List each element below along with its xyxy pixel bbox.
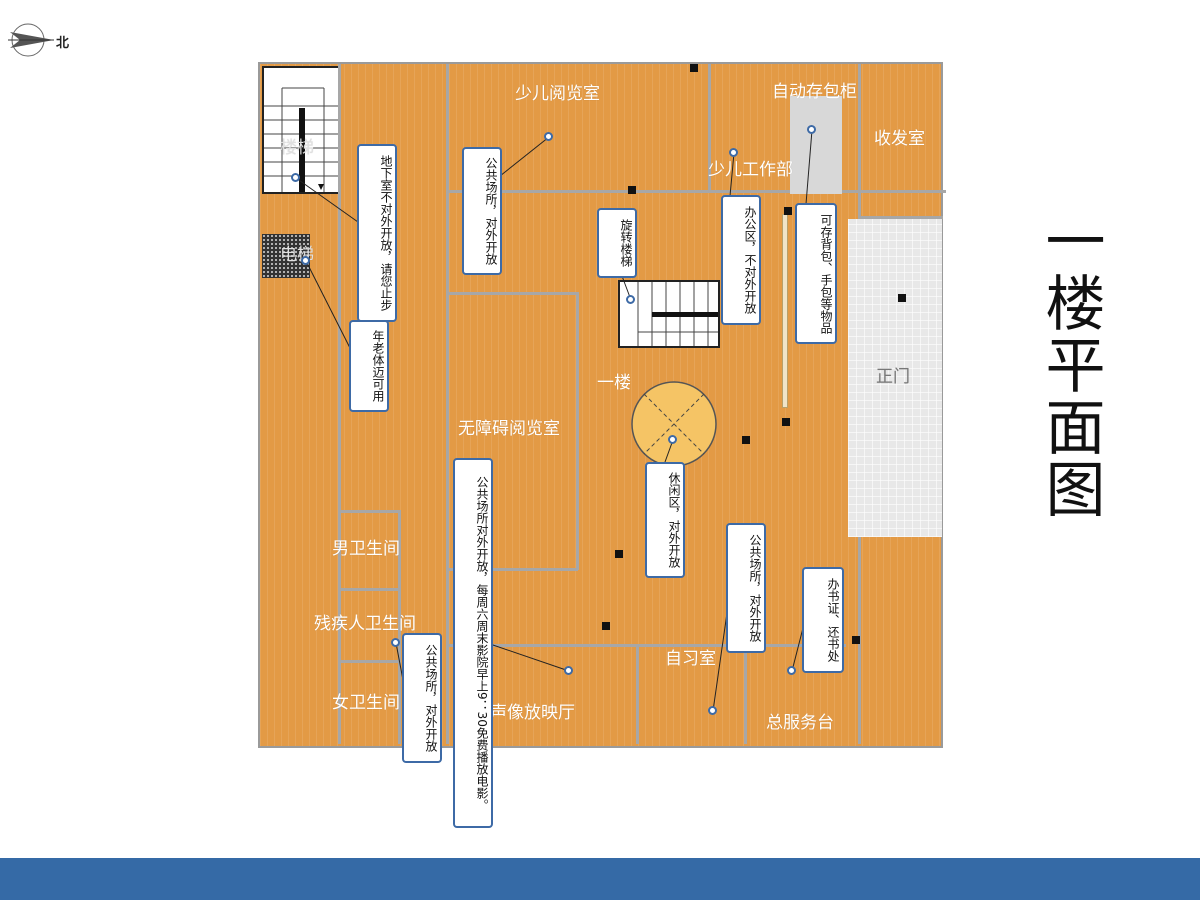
note-av-hall: 公共场所对外开放，每周六周末影院早上9：30免费播放电影。 bbox=[453, 458, 493, 828]
room-label-service-desk: 总服务台 bbox=[766, 713, 834, 733]
room-label-floor1: 一楼 bbox=[597, 373, 631, 393]
pin-marker[interactable] bbox=[291, 173, 300, 182]
note-locker: 可存背包、手包等物品 bbox=[795, 203, 837, 344]
column-marker bbox=[898, 294, 906, 302]
note-lounge: 休闲区，对外开放 bbox=[645, 462, 685, 578]
column-marker bbox=[615, 550, 623, 558]
pin-marker[interactable] bbox=[729, 148, 738, 157]
column-marker bbox=[628, 186, 636, 194]
compass-icon bbox=[8, 23, 54, 57]
note-wc: 公共场所，对外开放 bbox=[402, 633, 442, 763]
note-children-public: 公共场所，对外开放 bbox=[462, 147, 502, 275]
column-marker bbox=[690, 64, 698, 72]
column-marker bbox=[602, 622, 610, 630]
room-label-mens-wc: 男卫生间 bbox=[332, 539, 400, 559]
pin-marker[interactable] bbox=[668, 435, 677, 444]
room-label-study-room: 自习室 bbox=[665, 649, 716, 669]
compass-north-label: 北 bbox=[56, 36, 70, 51]
note-library-card: 办书证、还书处 bbox=[802, 567, 844, 673]
note-study: 公共场所，对外开放 bbox=[726, 523, 766, 653]
lounge-circle bbox=[631, 381, 717, 467]
note-office: 办公区，不对外开放 bbox=[721, 195, 761, 325]
room-label-main-gate: 正门 bbox=[876, 367, 910, 387]
page-title: 一楼平面图 bbox=[1035, 210, 1105, 520]
column-marker bbox=[782, 418, 790, 426]
column-marker bbox=[784, 207, 792, 215]
elevator-block bbox=[262, 234, 310, 278]
spiral-stair-block bbox=[618, 280, 720, 348]
pin-marker[interactable] bbox=[708, 706, 717, 715]
note-basement: 地下室不对外开放，请您止步 bbox=[357, 144, 397, 322]
column-marker bbox=[742, 436, 750, 444]
room-label-accessible-reading: 无障碍阅览室 bbox=[458, 419, 560, 439]
room-label-stairs: 楼梯 bbox=[280, 138, 314, 158]
pin-marker[interactable] bbox=[391, 638, 400, 647]
locker-area bbox=[790, 96, 842, 194]
pin-marker[interactable] bbox=[807, 125, 816, 134]
pin-marker[interactable] bbox=[301, 256, 310, 265]
stairs-block bbox=[262, 66, 340, 194]
footer-bar bbox=[0, 858, 1200, 900]
main-lobby bbox=[848, 219, 942, 537]
note-elevator: 年老体迈可用 bbox=[349, 320, 389, 412]
pin-marker[interactable] bbox=[787, 666, 796, 675]
room-label-av-hall: 声像放映厅 bbox=[490, 703, 575, 723]
pin-marker[interactable] bbox=[626, 295, 635, 304]
room-label-mailroom: 收发室 bbox=[874, 129, 925, 149]
column-marker bbox=[852, 636, 860, 644]
room-label-disabled-wc: 残疾人卫生间 bbox=[314, 614, 416, 634]
pin-marker[interactable] bbox=[564, 666, 573, 675]
note-spiral-stairs: 旋转楼梯 bbox=[597, 208, 637, 278]
room-label-womens-wc: 女卫生间 bbox=[332, 693, 400, 713]
room-label-locker: 自动存包柜 bbox=[772, 82, 857, 102]
pin-marker[interactable] bbox=[544, 132, 553, 141]
room-label-children-reading: 少儿阅览室 bbox=[515, 84, 600, 104]
lobby-rail bbox=[782, 214, 788, 408]
room-label-children-office: 少儿工作部 bbox=[708, 160, 793, 180]
